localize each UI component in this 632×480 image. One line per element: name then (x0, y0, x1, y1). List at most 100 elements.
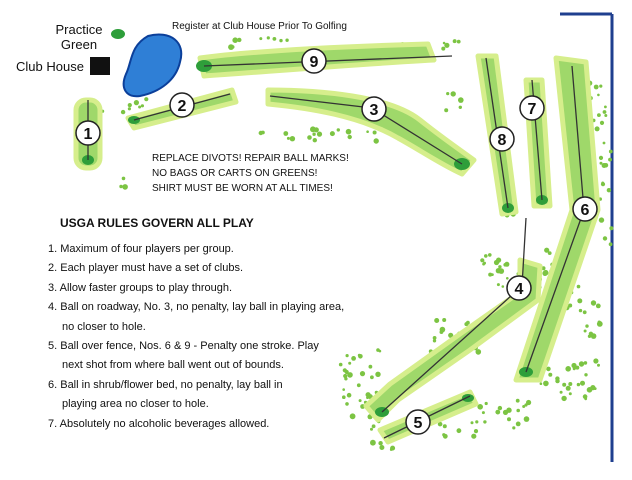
hole-marker-1[interactable]: 1 (75, 120, 101, 146)
tree-dot (342, 388, 346, 391)
reminder-line: SHIRT MUST BE WORN AT ALL TIMES! (152, 183, 333, 194)
tree-dot (582, 310, 587, 315)
tree-dot (379, 445, 385, 450)
tree-dot (470, 421, 474, 425)
rule-line: no closer to hole. (62, 320, 146, 333)
tree-dot (349, 413, 356, 420)
tree-dot (524, 403, 528, 407)
tree-dot (599, 120, 605, 125)
tree-dot (515, 421, 521, 427)
reminder-line: NO BAGS OR CARTS ON GREENS! (152, 168, 318, 179)
tree-dot (313, 127, 319, 133)
tree-dot (599, 161, 603, 165)
tree-dot (138, 105, 142, 109)
tree-dot (608, 242, 613, 247)
tree-dot (444, 108, 449, 113)
hole-marker-7[interactable]: 7 (519, 95, 545, 121)
tree-dot (599, 84, 603, 88)
tree-dot (127, 107, 131, 111)
tree-dot (547, 251, 552, 256)
tree-dot (347, 134, 352, 140)
hole-marker-3[interactable]: 3 (361, 96, 387, 122)
tree-dot (594, 126, 600, 132)
tree-dot (347, 372, 353, 378)
tree-dot (370, 427, 373, 431)
practice-green-label-line1: Practice (55, 22, 103, 37)
tree-dot (578, 361, 585, 367)
hole-marker-4[interactable]: 4 (506, 275, 532, 301)
tree-dot (585, 324, 589, 328)
tree-dot (368, 364, 373, 369)
tree-dot (483, 420, 487, 424)
tree-dot (481, 411, 485, 415)
tree-dot (351, 356, 356, 361)
practice-green (111, 29, 125, 39)
tree-dot (593, 358, 599, 364)
hole-marker-6[interactable]: 6 (572, 196, 598, 222)
tree-dot (373, 138, 379, 144)
tree-dot (609, 226, 614, 231)
tree-dot (475, 420, 479, 424)
tree-dot (441, 46, 446, 51)
tree-dot (604, 114, 608, 117)
hole-number-6: 6 (581, 202, 590, 219)
rules-title: USGA RULES GOVERN ALL PLAY (60, 216, 254, 230)
rule-line: 5. Ball over fence, Nos. 6 & 9 - Penalty… (48, 340, 319, 353)
tree-dot (336, 128, 340, 132)
hole-number-8: 8 (498, 132, 507, 149)
green-hole-5 (462, 394, 474, 402)
tree-dot (602, 236, 608, 241)
rules-list: 1. Maximum of four players per group. 2.… (48, 240, 344, 434)
tree-dot (448, 332, 454, 338)
tree-dot (598, 155, 604, 160)
tree-dot (348, 361, 352, 365)
tree-dot (279, 38, 283, 43)
reminder-line: REPLACE DIVOTS! REPAIR BALL MARKS! (152, 153, 349, 164)
rule-line: 2. Each player must have a set of clubs. (48, 262, 244, 275)
tree-dot (484, 401, 488, 406)
fairway-hole-4 (363, 257, 543, 423)
tree-dot (370, 375, 374, 380)
tree-dot (568, 392, 572, 396)
rule-line: 4. Ball on roadway, No. 3, no penalty, l… (48, 301, 345, 314)
tree-dot (119, 184, 123, 189)
tree-dot (544, 247, 550, 253)
tree-dot (477, 404, 484, 410)
hole-markers: 1 2 3 4 5 6 7 8 9 (75, 48, 598, 435)
course-reminders: REPLACE DIVOTS! REPAIR BALL MARKS! NO BA… (152, 151, 349, 196)
hole-marker-9[interactable]: 9 (301, 48, 327, 74)
tree-dot (378, 441, 383, 446)
tree-dot (562, 382, 567, 387)
tree-dot (450, 91, 456, 97)
tree-dot (601, 181, 605, 185)
hole-number-1: 1 (84, 126, 93, 143)
tree-dot (466, 320, 470, 325)
tree-dot (458, 97, 464, 103)
tree-dot (122, 184, 128, 190)
tree-dot (475, 349, 482, 355)
tree-dot (232, 37, 238, 43)
tree-dot (542, 269, 549, 276)
practice-green-label: Practice Green (48, 22, 110, 52)
rule-line: next shot from where ball went out of bo… (62, 359, 284, 372)
club-house-marker (90, 57, 110, 75)
tree-dot (434, 318, 440, 323)
tree-dot (488, 253, 492, 257)
registration-notice: Register at Club House Prior To Golfing (172, 21, 347, 32)
tree-dot (456, 39, 461, 44)
tree-dot (375, 371, 381, 377)
tree-dot (575, 365, 580, 370)
practice-green-label-line2: Green (60, 37, 98, 52)
tree-dot (237, 37, 242, 43)
hole-marker-5[interactable]: 5 (405, 409, 431, 435)
hole-marker-8[interactable]: 8 (489, 126, 515, 152)
tree-dot (572, 367, 576, 371)
tree-dot (127, 103, 132, 108)
tree-dot (439, 326, 446, 333)
tree-dot (496, 257, 502, 263)
tree-dot (480, 258, 485, 263)
hole-number-7: 7 (528, 101, 537, 118)
hole-marker-2[interactable]: 2 (169, 92, 195, 118)
tree-dot (345, 354, 349, 358)
tree-dot (603, 163, 609, 168)
